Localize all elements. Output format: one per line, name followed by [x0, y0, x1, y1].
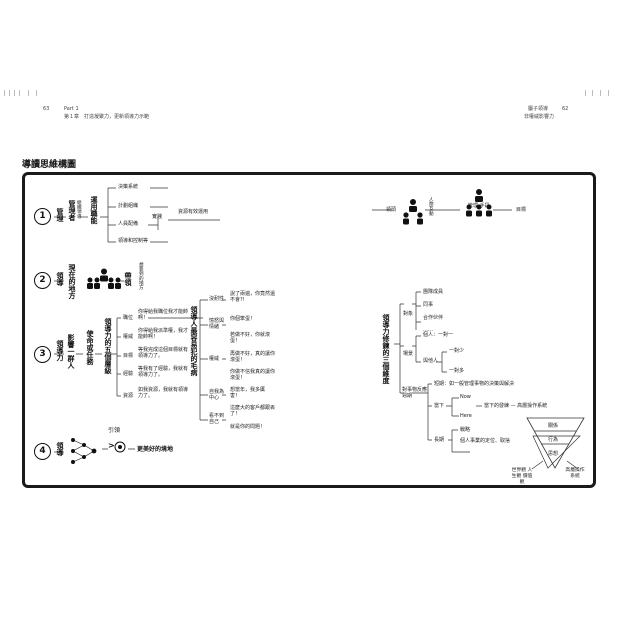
fault-quote-1: 你個笨蛋！: [230, 316, 256, 322]
step-number-4: 4: [34, 443, 51, 460]
level-4: 資源: [123, 393, 134, 399]
row4-label: 領導: [56, 442, 65, 456]
right-sub: 非權威影響力: [524, 114, 555, 120]
pyramid-right: 高層操作系統: [565, 468, 585, 479]
level-2: 目標: [123, 353, 134, 359]
time-long: 長期: [434, 437, 445, 443]
row3-mission: 使命或任務: [86, 330, 95, 365]
level-1: 權威: [123, 334, 134, 340]
network-nodes-icon: [71, 438, 97, 464]
right-page-number: 62: [562, 106, 569, 112]
row2-bring: 帶領: [124, 272, 133, 286]
row1-sub-org: 組織領導: [76, 200, 82, 219]
pyramid-bottom: 思想: [548, 451, 559, 457]
fault-3: 自我為中心: [209, 389, 225, 402]
row1-item-1: 計劃組織: [118, 203, 139, 209]
row1-item-2: 人員配備: [118, 221, 139, 227]
leader-followers-icon: [87, 268, 121, 289]
level-0: 職位: [123, 315, 134, 321]
time-values: 個人事業的定位、取捨: [460, 438, 511, 444]
row3-five-levels: 領導力的五個層級: [104, 318, 113, 374]
fault-0: 沒耐性: [209, 296, 225, 302]
row3-influence: 影響一群人: [67, 334, 76, 369]
row2-where: 現在的地方: [68, 264, 77, 299]
level-quote-0: 你得給我職位我才能帥啊！: [138, 309, 189, 322]
time-strategy: 戰略: [460, 427, 471, 433]
row1-label: 管理: [56, 208, 65, 222]
fault-quote-7: 就是你的問題！: [230, 424, 266, 430]
left-chapter: 第１章 打造凝聚力，更新領導力示範: [64, 114, 150, 120]
dim-time: 對事物反應週期: [402, 387, 428, 400]
dim-scene: 場景: [403, 351, 414, 357]
row1-item-0: 決策系統: [118, 184, 139, 190]
scene-item-3: 一對多: [449, 368, 465, 374]
pyramid-top: 關係: [548, 423, 559, 429]
object-item-3: ……: [423, 327, 433, 333]
row4-better: 更美好的境地: [137, 446, 174, 453]
fault-quote-0: 說了兩遍，你竟然還不會?!: [230, 291, 276, 304]
time-now-text: 當下的發練 — 高層操作系統: [484, 403, 548, 409]
time-short: 短期：如一般管理事物的決策與解決: [434, 381, 515, 387]
fault-4: 看不到自己: [209, 413, 225, 426]
fault-quote-6: 這麼大的客戶都跟丟了！: [230, 405, 276, 418]
object-item-0: 團隊成員: [423, 289, 444, 295]
fault-2: 權威: [209, 356, 220, 362]
object-item-2: 合作伙伴: [423, 315, 444, 321]
row4-guide: 引領: [108, 427, 121, 434]
row1-item-3: 領導和控制等: [118, 238, 149, 244]
mind-map-frame: [22, 172, 596, 488]
object-item-1: 同事: [423, 302, 434, 308]
three-dimensions-title: 領導力修鍊的三個維度: [382, 314, 391, 384]
scene-item-2: 一對少: [449, 348, 465, 354]
pyramid-mid: 行為: [548, 437, 559, 443]
time-now: Now: [460, 394, 471, 400]
step-number-1: 1: [34, 208, 51, 225]
row1-sub-manager: 管理者: [68, 200, 77, 221]
left-page-number: 63: [43, 106, 50, 112]
row1-result: 資源有效運用: [178, 209, 209, 215]
right-title: 屬子領導: [528, 106, 549, 112]
row1-execute: 實踐: [152, 214, 163, 220]
left-part: Part 1: [64, 106, 79, 112]
step-number-3: 3: [34, 346, 51, 363]
manager-team-icon: [466, 189, 492, 217]
step-number-2: 2: [34, 272, 51, 289]
time-here: Here: [460, 413, 472, 419]
fault-quote-3: 再做不好，真的讓你滾蛋！: [230, 351, 276, 364]
row1-functions: 運用職能: [90, 196, 99, 224]
row2-want: 想要到的地方: [138, 262, 144, 290]
dim-object: 對象: [403, 311, 414, 317]
level-quote-3: 等我有了經驗，我就有領導力了。: [138, 366, 189, 379]
row1-interaction: 人際互動: [428, 197, 434, 216]
pyramid-left: 世界觀 人生觀 價值觀: [511, 468, 533, 485]
scene-item-1: 與他人: [423, 358, 439, 364]
target-icon: [114, 441, 126, 453]
section-title: 導讀思維構圖: [22, 160, 77, 170]
level-quote-4: 如我資源，我就有領導力了。: [138, 387, 189, 400]
fault-quote-4: 你做不信我真的讓你滾蛋！: [230, 369, 276, 382]
row1-lead: 領頭: [386, 207, 397, 213]
fault-quote-2: 若做不好，你就滾蛋！: [230, 332, 271, 345]
row3-label: 領導力: [56, 340, 65, 361]
time-mid: 當下: [434, 403, 445, 409]
row4-arrow: >: [108, 441, 115, 450]
row1-goal: 目標: [516, 207, 527, 213]
scene-item-0: 個人：一對一: [423, 332, 454, 338]
people-group-icon: [403, 199, 423, 225]
row2-label: 領導: [56, 272, 65, 286]
fault-1: 憶怒與情緒: [209, 318, 225, 331]
level-3: 經驗: [123, 371, 134, 377]
level-quote-1: 你得給我派準權，我才能帥啊！: [138, 328, 189, 341]
fault-quote-5: 想當年，我多厲害！: [230, 387, 266, 400]
row3-faults-title: 領導人最容易犯的毛病: [190, 306, 199, 376]
level-quote-2: 等我完成這個目標就有領導力了。: [138, 347, 189, 360]
